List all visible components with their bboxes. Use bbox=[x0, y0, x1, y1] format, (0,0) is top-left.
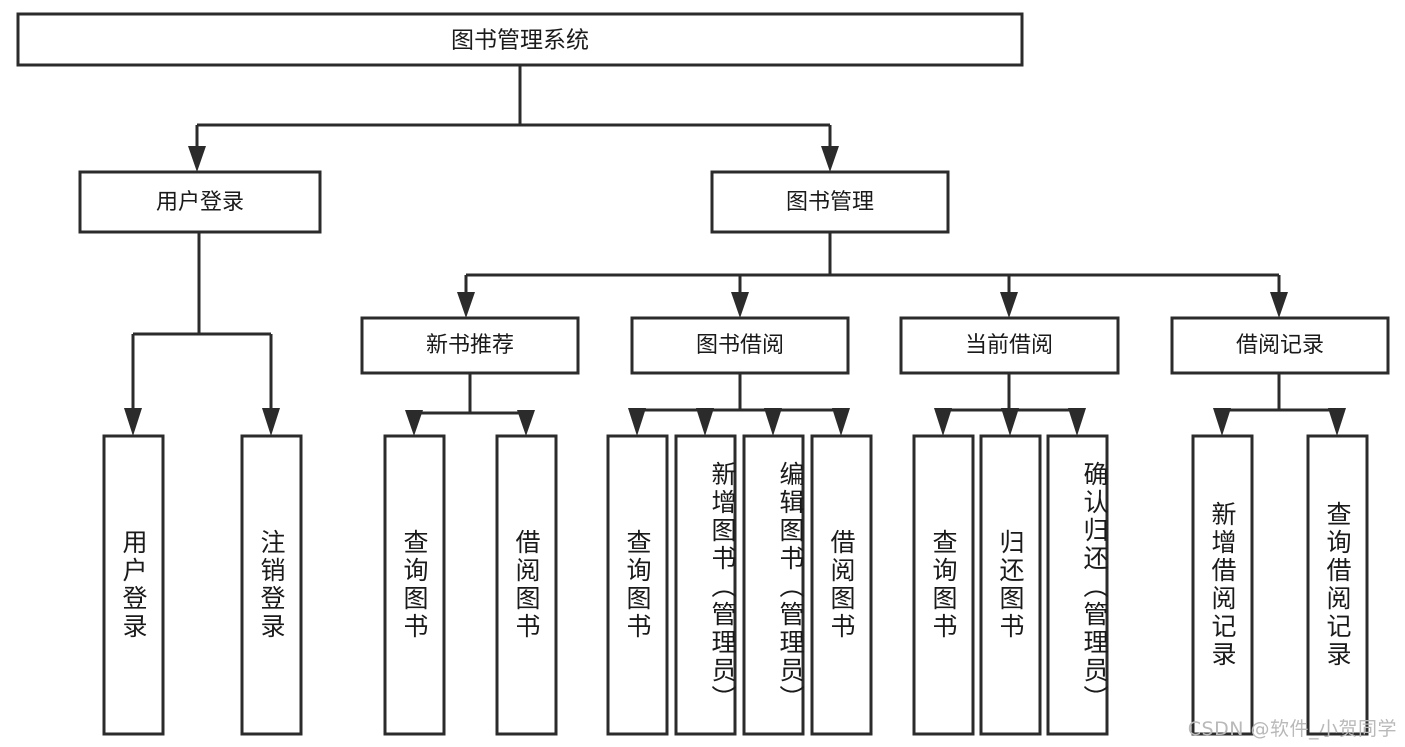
leaf-box-bb-add-book[interactable] bbox=[674, 434, 737, 736]
connector-group-book-mgmt bbox=[457, 232, 1288, 318]
arrow-head-leaf-user-login bbox=[124, 408, 142, 436]
leaf-box-nb-query-book[interactable] bbox=[383, 434, 446, 736]
csdn-watermark: CSDN @软件_小贺同学 bbox=[1187, 718, 1397, 740]
leaf-box-bb-edit-book[interactable] bbox=[742, 434, 805, 736]
arrow-head-borrow-record bbox=[1270, 292, 1288, 318]
leaf-box-cb-confirm-return[interactable] bbox=[1046, 434, 1109, 736]
node-new-book-recommend[interactable]: 新书推荐 bbox=[360, 316, 580, 375]
node-label-new-book-recommend: 新书推荐 bbox=[426, 333, 514, 358]
node-box-new-book-recommend[interactable] bbox=[360, 316, 580, 375]
node-user-login[interactable]: 用户登录 bbox=[78, 170, 322, 234]
node-box-current-borrow[interactable] bbox=[899, 316, 1120, 375]
arrow-head-leaf-logout bbox=[262, 408, 280, 436]
node-label-current-borrow: 当前借阅 bbox=[965, 333, 1053, 358]
leaf-box-cb-query-book[interactable] bbox=[912, 434, 975, 736]
arrow-head-br-query-record bbox=[1328, 408, 1346, 436]
leaf-box-bb-borrow-book[interactable] bbox=[810, 434, 873, 736]
connector-group-book-borrow bbox=[628, 373, 850, 436]
node-current-borrow[interactable]: 当前借阅 bbox=[899, 316, 1120, 375]
node-label-borrow-record: 借阅记录 bbox=[1236, 333, 1324, 358]
node-box-borrow-record[interactable] bbox=[1170, 316, 1390, 375]
node-box-book-management[interactable] bbox=[710, 170, 950, 234]
leaf-box-cb-return-book[interactable] bbox=[979, 434, 1042, 736]
connector-group-current-borrow bbox=[934, 373, 1086, 436]
node-label-root: 图书管理系统 bbox=[451, 28, 589, 54]
arrow-head-nb-query-book bbox=[405, 410, 423, 436]
arrow-head-book-mgmt bbox=[821, 146, 839, 172]
node-borrow-record[interactable]: 借阅记录 bbox=[1170, 316, 1390, 375]
node-label-book-borrow: 图书借阅 bbox=[696, 333, 784, 358]
arrow-head-cb-return-book bbox=[1001, 408, 1019, 436]
arrow-head-new-book-recommend bbox=[457, 292, 475, 318]
connector-group-borrow-record bbox=[1213, 373, 1346, 436]
arrow-head-bb-query-book bbox=[628, 408, 646, 436]
arrow-head-nb-borrow-book bbox=[517, 410, 535, 436]
leaf-box-bb-query-book[interactable] bbox=[606, 434, 669, 736]
node-root-book-management-system[interactable]: 图书管理系统 bbox=[16, 12, 1024, 67]
leaf-box-user-login-login[interactable] bbox=[102, 434, 165, 736]
node-label-user-login: 用户登录 bbox=[156, 190, 244, 215]
arrow-head-book-borrow bbox=[731, 292, 749, 318]
leaf-box-br-add-record[interactable] bbox=[1191, 434, 1254, 736]
arrow-head-bb-borrow-book bbox=[832, 408, 850, 436]
leaf-box-user-login-logout[interactable] bbox=[240, 434, 303, 736]
arrow-head-current-borrow bbox=[1000, 292, 1018, 318]
connector-group-root bbox=[188, 65, 839, 172]
node-label-book-management: 图书管理 bbox=[786, 190, 874, 215]
arrow-head-cb-confirm-return bbox=[1068, 408, 1086, 436]
arrow-head-br-add-record bbox=[1213, 408, 1231, 436]
connector-group-new-book-recommend bbox=[405, 373, 535, 436]
node-box-root[interactable] bbox=[16, 12, 1024, 67]
arrow-head-bb-edit-book bbox=[764, 408, 782, 436]
node-book-borrow[interactable]: 图书借阅 bbox=[630, 316, 850, 375]
connector-group-user-login bbox=[124, 232, 280, 436]
node-box-book-borrow[interactable] bbox=[630, 316, 850, 375]
node-book-management[interactable]: 图书管理 bbox=[710, 170, 950, 234]
arrow-head-user-login bbox=[188, 146, 206, 172]
leaf-box-nb-borrow-book[interactable] bbox=[495, 434, 558, 736]
leaf-box-br-query-record[interactable] bbox=[1306, 434, 1369, 736]
arrow-head-cb-query-book bbox=[934, 408, 952, 436]
node-box-user-login[interactable] bbox=[78, 170, 322, 234]
arrow-head-bb-add-book bbox=[696, 408, 714, 436]
